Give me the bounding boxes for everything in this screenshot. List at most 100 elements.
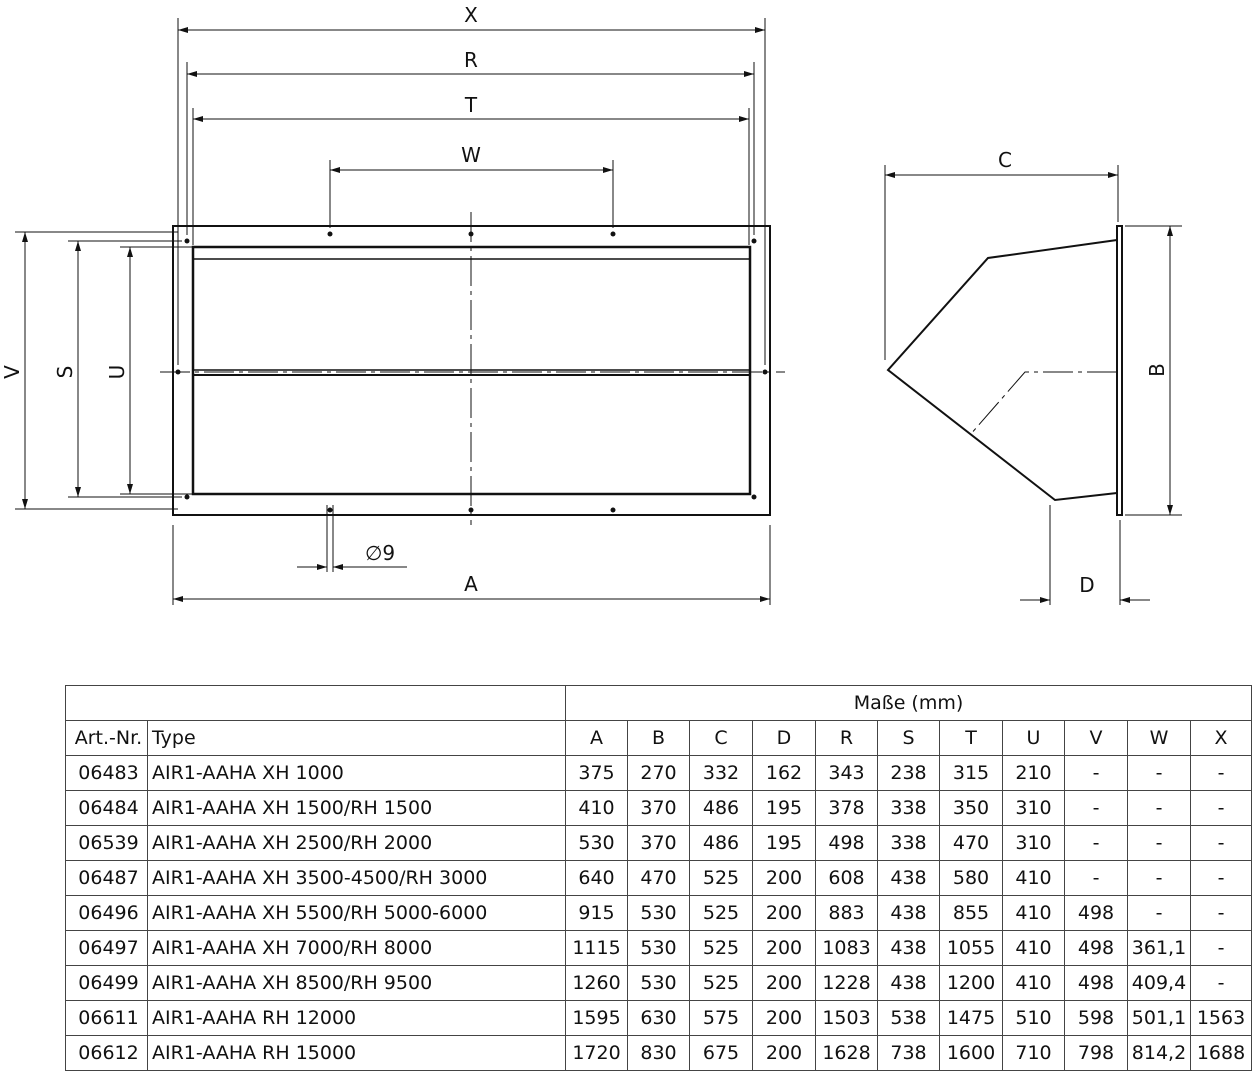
- label-a: A: [464, 572, 478, 596]
- table-cell: 06496: [65, 895, 148, 931]
- table-cell: 06539: [65, 825, 148, 861]
- table-cell: 1595: [565, 1000, 628, 1036]
- table-cell: 498: [1064, 930, 1128, 966]
- table-cell: 498: [815, 825, 878, 861]
- table-cell: -: [1190, 755, 1252, 791]
- label-x: X: [464, 3, 478, 27]
- side-view: [884, 165, 1182, 605]
- table-cell: AIR1-AAHA XH 8500/RH 9500: [147, 965, 566, 1001]
- table-cell: 814,2: [1127, 1035, 1191, 1071]
- table-cell: -: [1127, 895, 1191, 931]
- table-cell: 162: [752, 755, 816, 791]
- label-v: V: [0, 365, 24, 379]
- table-cell: 270: [627, 755, 690, 791]
- table-cell: 1260: [565, 965, 628, 1001]
- label-u: U: [105, 365, 129, 380]
- table-cell: 580: [939, 860, 1003, 896]
- table-cell: 855: [939, 895, 1003, 931]
- table-cell: 525: [689, 895, 753, 931]
- table-cell: 200: [752, 860, 816, 896]
- table-cell: 710: [1002, 1035, 1065, 1071]
- column-header: U: [1002, 720, 1065, 756]
- table-cell: 210: [1002, 755, 1065, 791]
- label-hole-diameter: ∅9: [365, 541, 395, 565]
- dimension-drawing: X R T W A C D ∅9 V S U B: [0, 3, 1182, 605]
- table-cell: 410: [1002, 860, 1065, 896]
- table-cell: 06611: [65, 1000, 148, 1036]
- table-cell: 315: [939, 755, 1003, 791]
- column-header: T: [939, 720, 1003, 756]
- table-cell: 195: [752, 790, 816, 826]
- table-cell: -: [1190, 965, 1252, 1001]
- table-cell: -: [1064, 755, 1128, 791]
- table-cell: 1228: [815, 965, 878, 1001]
- table-cell: AIR1-AAHA XH 1500/RH 1500: [147, 790, 566, 826]
- table-cell: 370: [627, 825, 690, 861]
- table-cell: 200: [752, 1035, 816, 1071]
- table-cell: -: [1127, 790, 1191, 826]
- table-cell: -: [1064, 860, 1128, 896]
- table-cell: 1083: [815, 930, 878, 966]
- table-cell: 332: [689, 755, 753, 791]
- table-cell: AIR1-AAHA RH 12000: [147, 1000, 566, 1036]
- table-cell: AIR1-AAHA RH 15000: [147, 1035, 566, 1071]
- table-cell: 525: [689, 930, 753, 966]
- table-cell: 1600: [939, 1035, 1003, 1071]
- table-cell: 438: [877, 930, 940, 966]
- table-cell: 350: [939, 790, 1003, 826]
- table-cell: 200: [752, 965, 816, 1001]
- table-cell: AIR1-AAHA XH 5500/RH 5000-6000: [147, 895, 566, 931]
- table-cell: 883: [815, 895, 878, 931]
- table-cell: 538: [877, 1000, 940, 1036]
- table-cell: 410: [1002, 895, 1065, 931]
- table-cell: 06487: [65, 860, 148, 896]
- table-cell: 630: [627, 1000, 690, 1036]
- table-cell: 608: [815, 860, 878, 896]
- table-cell: 375: [565, 755, 628, 791]
- table-cell: 738: [877, 1035, 940, 1071]
- table-cell: 378: [815, 790, 878, 826]
- table-cell: 06612: [65, 1035, 148, 1071]
- table-cell: 338: [877, 825, 940, 861]
- table-cell: 1115: [565, 930, 628, 966]
- table-cell: AIR1-AAHA XH 2500/RH 2000: [147, 825, 566, 861]
- table-cell: AIR1-AAHA XH 3500-4500/RH 3000: [147, 860, 566, 896]
- table-cell: -: [1127, 860, 1191, 896]
- table-cell: -: [1190, 825, 1252, 861]
- table-cell: 486: [689, 825, 753, 861]
- table-cell: -: [1064, 790, 1128, 826]
- table-cell: 370: [627, 790, 690, 826]
- table-cell: -: [1127, 755, 1191, 791]
- table-cell: 830: [627, 1035, 690, 1071]
- table-cell: AIR1-AAHA XH 7000/RH 8000: [147, 930, 566, 966]
- table-cell: 410: [1002, 930, 1065, 966]
- table-cell: 525: [689, 965, 753, 1001]
- table-cell: 1475: [939, 1000, 1003, 1036]
- mounting-holes: [175, 231, 768, 513]
- table-cell: -: [1190, 895, 1252, 931]
- column-header: X: [1190, 720, 1252, 756]
- table-cell: 498: [1064, 965, 1128, 1001]
- table-cell: 470: [627, 860, 690, 896]
- label-w: W: [461, 143, 481, 167]
- table-cell: 486: [689, 790, 753, 826]
- group-header-row: Maße (mm): [65, 685, 1252, 721]
- group-header: Maße (mm): [565, 685, 1252, 721]
- label-d: D: [1079, 573, 1094, 597]
- column-header: C: [689, 720, 753, 756]
- table-cell: 640: [565, 860, 628, 896]
- table-cell: 530: [627, 895, 690, 931]
- table-cell: 1720: [565, 1035, 628, 1071]
- table-cell: 510: [1002, 1000, 1065, 1036]
- label-c: C: [998, 148, 1012, 172]
- table-cell: 1628: [815, 1035, 878, 1071]
- table-cell: 409,4: [1127, 965, 1191, 1001]
- table-cell: 575: [689, 1000, 753, 1036]
- table-cell: 530: [565, 825, 628, 861]
